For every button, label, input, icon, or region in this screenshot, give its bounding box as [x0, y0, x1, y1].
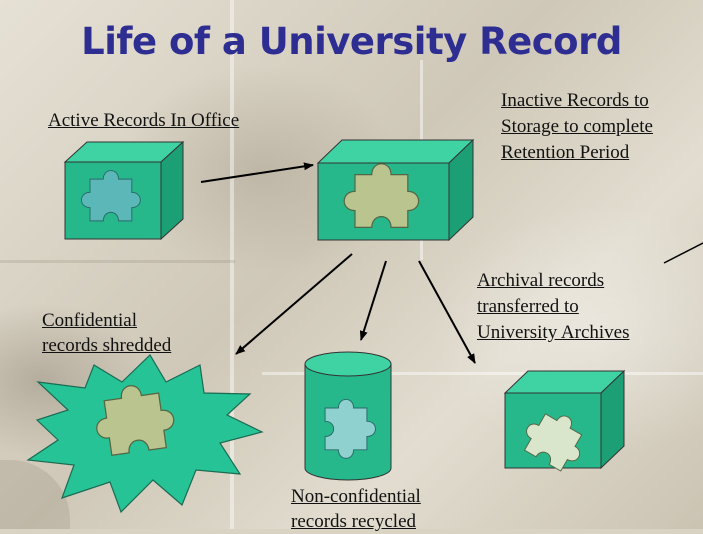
- active-records-box-icon: [63, 140, 185, 241]
- slide-title: Life of a University Record: [81, 20, 622, 63]
- background-line: [230, 0, 234, 529]
- archival-label-line3: University Archives: [477, 322, 630, 343]
- connector-line: [663, 242, 703, 264]
- arrow-icon: [200, 162, 314, 183]
- archives-box-icon: [503, 369, 626, 476]
- archival-label-line1: Archival records: [477, 270, 605, 291]
- inactive-records-label-line1: Inactive Records to: [501, 90, 649, 111]
- confidential-label-line1: Confidential: [42, 310, 137, 331]
- arrow-icon: [235, 253, 353, 355]
- recycled-cylinder-icon: [304, 351, 392, 481]
- inactive-records-label-line2: Storage to complete: [501, 116, 653, 137]
- nonconfidential-label-line2: records recycled: [291, 511, 417, 532]
- confidential-label-line2: records shredded: [42, 335, 172, 356]
- background-line: [0, 260, 235, 263]
- active-records-label: Active Records In Office: [48, 110, 240, 131]
- arrow-icon: [418, 260, 476, 364]
- archival-label-line2: transferred to: [477, 296, 579, 317]
- arrow-icon: [359, 260, 387, 341]
- nonconfidential-label-line1: Non-confidential: [291, 486, 421, 507]
- shredded-starburst-icon: [26, 354, 264, 514]
- inactive-records-label-line3: Retention Period: [501, 142, 630, 163]
- background-line: [262, 372, 703, 375]
- inactive-records-box-icon: [316, 138, 475, 242]
